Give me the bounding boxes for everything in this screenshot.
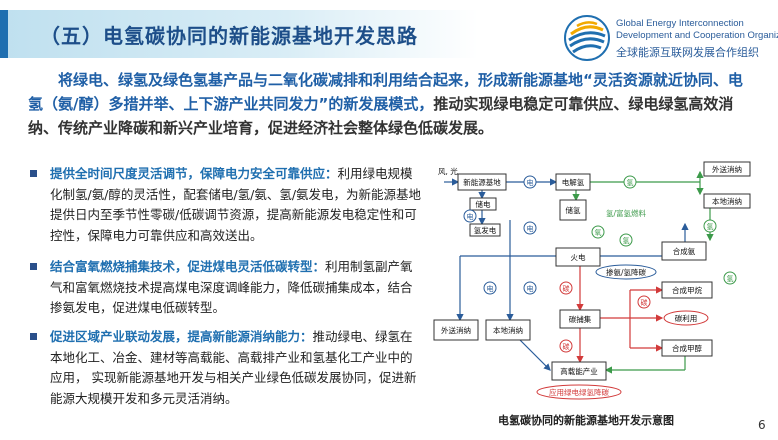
node-synth-methanol: 合成甲醇: [672, 343, 702, 353]
edge-label-hydrogen: 氢: [623, 236, 630, 245]
edge-label-hydrogen: 氢: [727, 274, 734, 283]
edge-label-electric: 电: [527, 224, 534, 233]
node-h2storage: 储氢: [566, 205, 581, 215]
node-base: 新能源基地: [463, 177, 501, 187]
node-industry: 高载能产业: [560, 366, 598, 376]
node-green-app: 应用绿电绿氢降碳: [549, 387, 609, 397]
diagram-nodes: 风, 光 新能源基地 储电 电解氢 储氢 氢发电 氢/富氢燃料 外送消纳 本地消…: [433, 161, 751, 400]
node-coal: 火电: [571, 252, 586, 262]
edge-label-electric: 电: [467, 212, 474, 221]
node-synth-ammonia: 合成氨: [673, 246, 696, 256]
page-number: 6: [758, 418, 766, 432]
node-local-top: 本地消纳: [712, 196, 742, 206]
title-accent-bar: [0, 10, 8, 58]
edge-label-carbon: 碳: [563, 284, 570, 293]
bullet-body: 利用制氢副产氧气和富氧燃烧技术提高煤电深度调峰能力，降低碳捕集成本，结合掺氨发电…: [50, 259, 413, 315]
bullet-heading: 结合富氧燃烧捕集技术，促进煤电灵活低碳转型：: [50, 259, 326, 274]
org-name-english: Global Energy Interconnection Developmen…: [616, 18, 778, 41]
diagram-connectors: [444, 170, 714, 374]
bullet-marker: [30, 333, 37, 340]
node-export-top: 外送消纳: [712, 164, 742, 174]
node-capture: 碳捕集: [569, 314, 592, 324]
node-storage: 储电: [476, 199, 491, 209]
node-electrolysis: 电解氢: [562, 177, 585, 187]
input-label: 风, 光: [438, 166, 458, 176]
node-ammonia-mix: 掺氨/氢降碳: [606, 267, 647, 277]
edge-label-hydrogen: 氢: [627, 178, 634, 187]
edge-label-electric: 电: [527, 178, 534, 187]
bullet-point-3: 促进区域产业联动发展，提高新能源消纳能力：推动绿电、绿氢在本地化工、冶金、建材等…: [30, 327, 422, 409]
node-h2power: 氢发电: [474, 225, 497, 235]
bullet-point-2: 结合富氧燃烧捕集技术，促进煤电灵活低碳转型：利用制氢副产氧气和富氧燃烧技术提高煤…: [30, 257, 422, 319]
edge-label-electric: 电: [527, 284, 534, 293]
title-bar: [0, 10, 478, 58]
intro-highlight: 将绿电、绿氢及绿色氢基产品与二氧化碳减排和利用结合起来，形成新能源基地“灵活资源…: [28, 71, 743, 113]
bullet-point-1: 提供全时间尺度灵活调节，保障电力安全可靠供应：利用绿电规模化制氢/氨/醇的灵活性…: [30, 164, 422, 246]
edge-label-oxygen: 氧: [595, 228, 602, 237]
bullet-heading: 促进区域产业联动发展，提高新能源消纳能力：: [50, 329, 313, 344]
bullet-marker: [30, 170, 37, 177]
node-synth-fuel: 合成甲烷: [672, 285, 702, 295]
node-stored: 氢/富氢燃料: [606, 208, 647, 218]
node-carbon-use: 碳利用: [675, 313, 698, 323]
bullet-heading: 提供全时间尺度灵活调节，保障电力安全可靠供应：: [50, 166, 338, 181]
org-name-chinese: 全球能源互联网发展合作组织: [616, 46, 759, 59]
bullet-marker: [30, 263, 37, 270]
energy-base-diagram: 风, 光 新能源基地 储电 电解氢 储氢 氢发电 氢/富氢燃料 外送消纳 本地消…: [433, 161, 751, 400]
edge-label-carbon: 碳: [563, 342, 570, 351]
edge-labels: 电 电 电 电 电 氢 氢 氢 氢 碳 碳 碳 氧: [463, 175, 737, 353]
edge-label-hydrogen: 氢: [707, 222, 714, 231]
globe-logo-icon: [564, 15, 610, 61]
diagram-caption: 电氢碳协同的新能源基地开发示意图: [498, 414, 674, 427]
page-title: （五）电氢碳协同的新能源基地开发思路: [40, 24, 418, 48]
intro-rest: 推动实现绿电稳定可靠供应、绿电绿氢高效消纳、传统产业降碳和新兴产业培育，促进经济…: [28, 95, 734, 137]
edge-label-carbon: 碳: [641, 298, 648, 307]
node-local-left: 本地消纳: [493, 325, 523, 335]
edge-label-electric: 电: [487, 284, 494, 293]
intro-paragraph: 将绿电、绿氢及绿色氢基产品与二氧化碳减排和利用结合起来，形成新能源基地“灵活资源…: [28, 68, 753, 140]
bullet-body: 利用绿电规模化制氢/氨/醇的灵活性，配套储电/氢/氨、氢/氨发电，为新能源基地提…: [50, 166, 422, 243]
bullet-body: 推动绿电、绿氢在本地化工、冶金、建材等高载能、高载排产业和氢基化工产业中的应用，…: [50, 329, 417, 406]
node-export-left: 外送消纳: [441, 325, 471, 335]
